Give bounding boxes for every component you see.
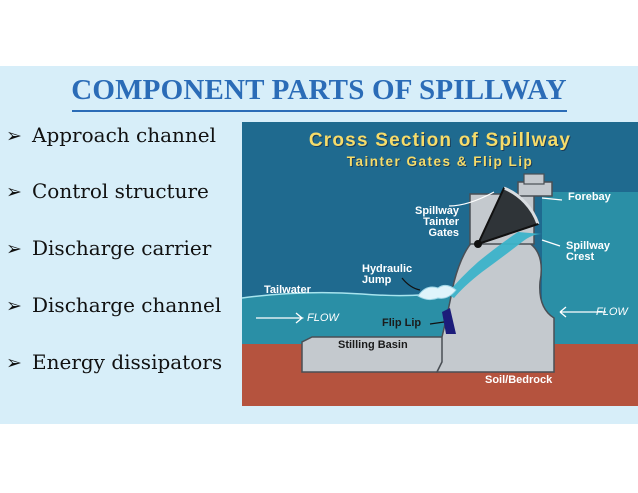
- arrow-bullet-icon: ➢: [6, 238, 22, 260]
- hydraulic-jump: [417, 284, 457, 301]
- spillway-crest-leader: [541, 239, 561, 247]
- label-forebay: Forebay: [568, 191, 611, 203]
- label-tainter-gates: Spillway Tainter Gates: [415, 205, 460, 239]
- label-soil-bedrock: Soil/Bedrock: [485, 374, 553, 386]
- arrow-bullet-icon: ➢: [6, 295, 22, 317]
- label-spillway-crest: Spillway Crest: [566, 240, 611, 263]
- arrow-bullet-icon: ➢: [6, 125, 22, 147]
- hoist-block: [523, 173, 545, 185]
- flow-arrow-left: [256, 312, 304, 324]
- label-stilling-basin: Stilling Basin: [338, 339, 408, 351]
- forebay-leader: [541, 197, 563, 201]
- gate-arm: [477, 187, 505, 245]
- arrow-bullet-icon: ➢: [6, 181, 22, 203]
- bullet-text: Discharge channel: [32, 293, 222, 317]
- tainter-gate-face: [503, 186, 540, 225]
- hydraulic-jump-leader: [401, 277, 421, 291]
- spillway-cross-section-diagram: [242, 122, 638, 406]
- slide-title: COMPONENT PARTS OF SPILLWAY: [71, 74, 567, 106]
- diagram-title: Cross Section of Spillway: [308, 130, 572, 151]
- label-flow-right: FLOW: [596, 306, 628, 318]
- bullet-text: Discharge carrier: [32, 236, 212, 260]
- label-tailwater: Tailwater: [264, 284, 311, 296]
- gate-trunnion: [474, 240, 482, 248]
- flip-lip-leader: [429, 321, 445, 325]
- arrow-bullet-icon: ➢: [6, 352, 22, 374]
- flip-lip: [442, 308, 456, 334]
- spillway-flow: [447, 232, 542, 298]
- bullet-item: ➢ Discharge carrier: [6, 236, 211, 260]
- gate-arm: [477, 223, 539, 245]
- bullet-text: Control structure: [32, 179, 209, 203]
- diagram-subtitle: Tainter Gates & Flip Lip: [346, 154, 534, 169]
- label-hydraulic-jump: Hydraulic Jump: [362, 263, 413, 286]
- bullet-item: ➢ Approach channel: [6, 123, 216, 147]
- bullet-text: Approach channel: [32, 123, 217, 147]
- tainter-gates-leader: [448, 191, 495, 207]
- bullet-item: ➢ Energy dissipators: [6, 350, 222, 374]
- label-flow-left: FLOW: [307, 312, 339, 324]
- bullet-item: ➢ Discharge channel: [6, 293, 221, 317]
- label-flip-lip: Flip Lip: [382, 317, 422, 329]
- bullet-item: ➢ Control structure: [6, 179, 209, 203]
- bullet-text: Energy dissipators: [32, 350, 223, 374]
- title-underline: [72, 110, 567, 112]
- flow-arrow-right: [559, 306, 606, 318]
